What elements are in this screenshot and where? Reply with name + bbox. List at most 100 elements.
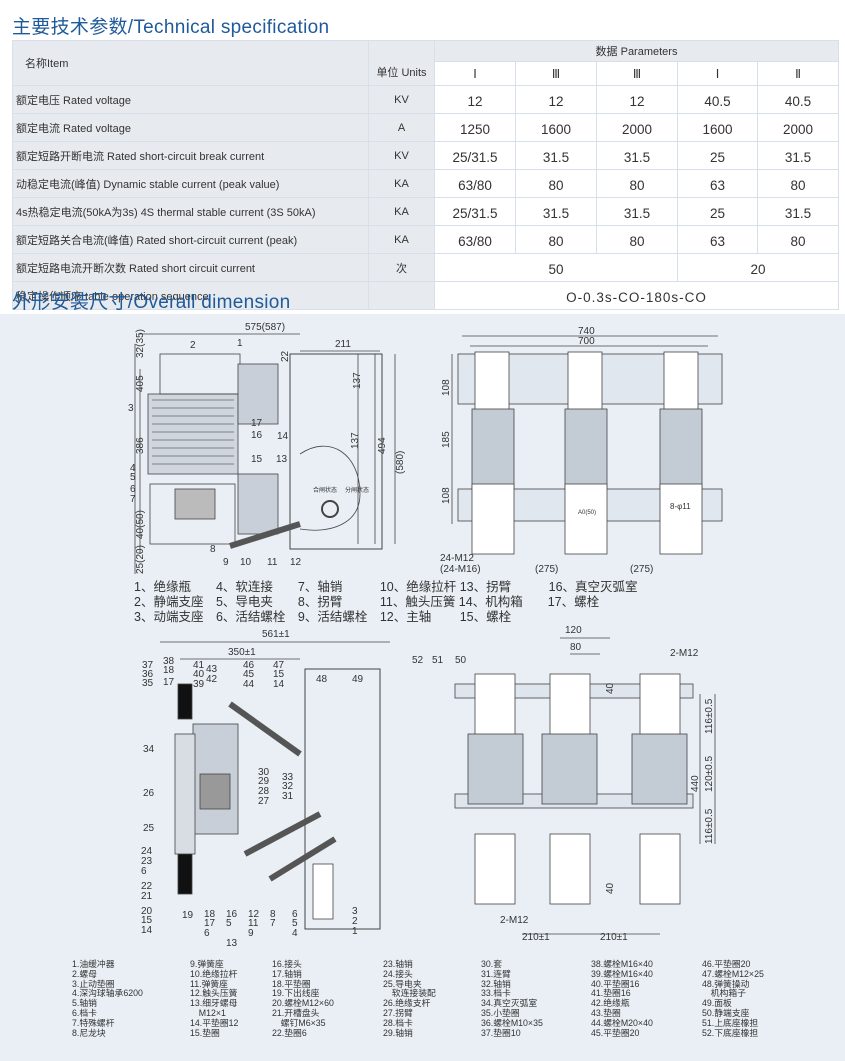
dimension-drawings: 575(587) 211 137 137 494 (580) 386 22 32…	[128, 322, 723, 949]
legend-entry: 51.上底座橡担	[702, 1017, 759, 1028]
row-unit: KV	[368, 85, 435, 114]
dim-label: 25(20)	[135, 545, 146, 574]
callout: 22	[141, 881, 153, 892]
row-value: 25/31.5	[434, 141, 516, 170]
callout: 48	[316, 674, 328, 685]
callout: 3	[128, 403, 134, 414]
row-value: 31.5	[596, 197, 678, 226]
legend-entry: 螺钉M6×35	[272, 1017, 326, 1028]
callout: 12	[290, 557, 302, 568]
legend-entry: 机构箱子	[702, 988, 746, 999]
callout: 17	[251, 418, 263, 429]
callout: 3	[352, 906, 358, 917]
item-header: 名称Item	[12, 40, 369, 86]
dim-label: 40	[605, 882, 616, 894]
row-value: 2000	[596, 113, 678, 142]
callout: 9	[223, 557, 229, 568]
legend-entry: 21.开槽盘头	[272, 1007, 320, 1018]
row-unit	[368, 281, 435, 310]
dimension-panel: 575(587) 211 137 137 494 (580) 386 22 32…	[0, 314, 845, 1061]
row-unit: KV	[368, 141, 435, 170]
legend-entry: 15.垫圈	[190, 1027, 220, 1038]
row-value: 63/80	[434, 169, 516, 198]
legend-line: 2、静端支座 5、导电夹 8、拐臂 11、触头压簧 14、机构箱 17、螺栓	[134, 595, 600, 609]
dim-label: 24-M12	[440, 553, 474, 564]
row-name: 稳定操作顺序 table operation sequence	[12, 281, 369, 310]
callout: 6	[204, 928, 210, 939]
callout: 9	[248, 928, 254, 939]
dim-label: 386	[135, 437, 146, 454]
callout: 6	[292, 909, 298, 920]
legend-entry: 14.平垫圈12	[190, 1017, 239, 1028]
legend-entry: 4.深沟球轴承6200	[72, 988, 143, 999]
callout: 11	[267, 557, 278, 568]
callout: 28	[258, 786, 270, 797]
dim-label: 22	[280, 350, 291, 362]
callout: 1	[352, 926, 358, 937]
spec-row: 4s热稳定电流(50kA为3s) 4S thermal stable curre…	[12, 197, 840, 226]
row-unit: KA	[368, 225, 435, 254]
dim-label: 211	[335, 339, 351, 350]
state-label: 分闸状态	[345, 486, 369, 494]
legend-entry: 18.平垫圈	[272, 978, 311, 989]
callout: 29	[258, 776, 270, 787]
row-unit: KA	[368, 169, 435, 198]
dim-label: 700	[578, 336, 595, 347]
state-label: 合闸状态	[313, 486, 337, 494]
callout: 16	[251, 430, 263, 441]
dim-label: (580)	[395, 451, 406, 474]
callout: 51	[432, 655, 444, 666]
callout: 13	[226, 938, 238, 949]
dim-label: 137	[352, 372, 363, 389]
param-col: Ⅰ	[677, 61, 758, 86]
legend-entry: 50.静端支座	[702, 1007, 750, 1018]
row-value: 31.5	[596, 141, 678, 170]
dim-label: 108	[441, 487, 452, 504]
row-value: 63	[677, 225, 758, 254]
callout: 2	[190, 340, 196, 351]
callout: 34	[143, 744, 155, 755]
dim-label: 440	[690, 775, 701, 792]
callout: 25	[143, 823, 155, 834]
callout: 15	[251, 454, 263, 465]
row-value: 12	[515, 85, 597, 114]
callout: 13	[276, 454, 288, 465]
row-unit: KA	[368, 197, 435, 226]
legend-entry: 48.弹簧操动	[702, 978, 750, 989]
callout: 7	[270, 918, 276, 929]
legend-entry: 7.特殊螺杆	[72, 1017, 115, 1028]
legend-entry: 35.小垫圈	[481, 1007, 520, 1018]
param-col: Ⅲ	[596, 61, 678, 86]
callout: 5	[130, 472, 136, 483]
legend-entry: 28.档卡	[383, 1017, 413, 1028]
callout: 14	[277, 431, 289, 442]
dim-label: (275)	[535, 564, 558, 575]
callout: 40	[193, 669, 205, 680]
legend-entry: 37.垫圈10	[481, 1027, 521, 1038]
drawing-side-view	[134, 333, 396, 574]
legend-entry: 16.接头	[272, 959, 302, 969]
callout: 15	[141, 915, 153, 926]
callout: 15	[273, 669, 285, 680]
spec-heading: 主要技术参数/Technical specification	[12, 17, 330, 38]
dim-label: 116±0.5	[704, 698, 715, 734]
dim-label: 210±1	[600, 932, 628, 943]
param-col: Ⅰ	[434, 61, 516, 86]
legend-entry: 47.螺栓M12×25	[702, 968, 764, 979]
callout: 10	[240, 557, 252, 568]
legend-entry: 5.轴销	[72, 998, 97, 1009]
dim-label: 8-φ11	[670, 502, 691, 511]
dim-label: 561±1	[262, 629, 290, 640]
legend-entry: 软连接装配	[383, 988, 436, 999]
legend-entry: 23.轴销	[383, 959, 413, 969]
row-value: 1250	[434, 113, 516, 142]
row-name: 额定短路关合电流(峰值) Rated short-circuit current…	[12, 225, 369, 254]
callout: 5	[226, 918, 232, 929]
callout: 2	[352, 916, 358, 927]
legend-entry: 39.螺栓M16×40	[591, 968, 653, 979]
